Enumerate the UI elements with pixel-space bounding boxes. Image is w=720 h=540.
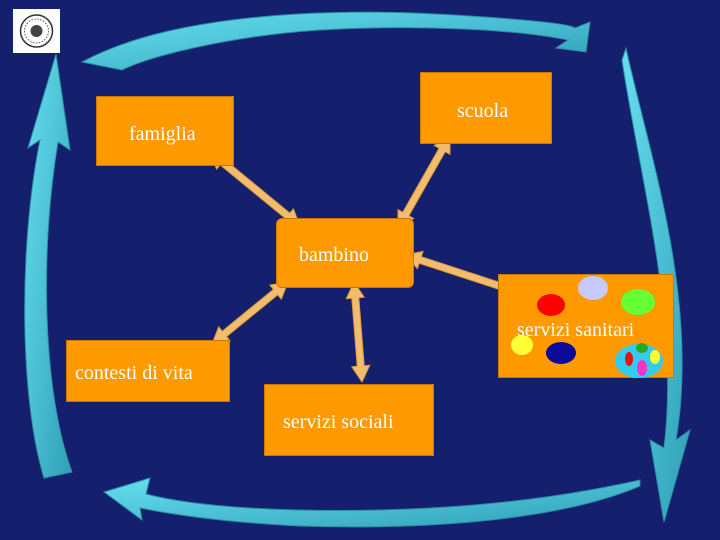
cycle-arrow-left-icon <box>24 53 73 479</box>
node-famiglia: famiglia <box>96 96 234 166</box>
node-contesti-di-vita-label: contesti di vita <box>75 362 193 384</box>
logo-seal-icon <box>13 9 60 53</box>
green-dot-icon <box>621 289 655 315</box>
node-famiglia-label: famiglia <box>129 123 196 145</box>
lavender-dot-icon <box>578 276 608 300</box>
connector-bambino-contesti-icon <box>211 281 289 345</box>
red-small-dot-icon <box>625 352 633 366</box>
node-bambino-label: bambino <box>299 244 369 266</box>
node-bambino: bambino <box>276 218 414 288</box>
node-servizi-sanitari-label: servizi sanitari <box>517 319 635 341</box>
cycle-arrow-top-icon <box>80 11 591 71</box>
yellow-small-dot-icon <box>650 350 660 364</box>
node-contesti-di-vita: contesti di vita <box>66 340 230 402</box>
node-scuola-label: scuola <box>457 100 509 122</box>
node-servizi-sanitari: servizi sanitari <box>498 274 674 378</box>
dark-green-dot-icon <box>636 343 648 353</box>
cycle-arrows <box>24 11 691 528</box>
connector-bambino-sociali-icon <box>345 280 371 384</box>
yellow-dot-icon <box>511 335 533 355</box>
node-scuola: scuola <box>420 72 552 144</box>
red-dot-icon <box>537 294 565 316</box>
node-servizi-sociali-label: servizi sociali <box>283 411 394 433</box>
connector-scuola-bambino-icon <box>397 135 451 229</box>
cyan-dot-icon <box>615 344 663 378</box>
node-servizi-sociali: servizi sociali <box>264 384 434 456</box>
magenta-dot-icon <box>637 360 647 376</box>
cycle-arrow-right-icon <box>621 46 691 523</box>
cycle-arrow-bottom-icon <box>102 477 641 528</box>
navy-dot-icon <box>546 342 576 364</box>
